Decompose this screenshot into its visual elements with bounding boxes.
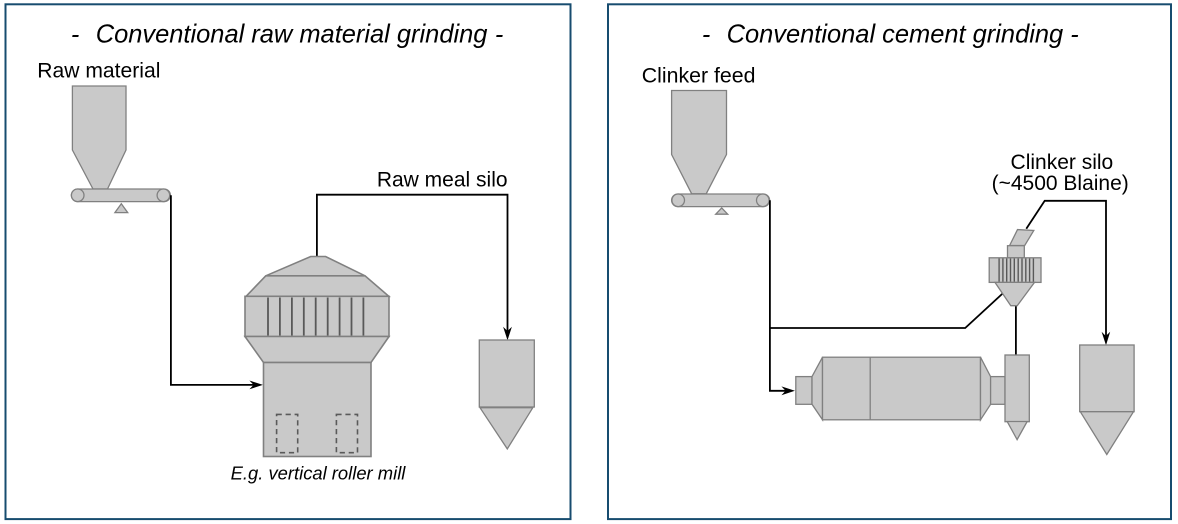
svg-text:Raw meal silo: Raw meal silo — [377, 168, 508, 191]
svg-text:Conventional raw material grin: Conventional raw material grinding — [96, 20, 488, 48]
svg-text:Raw material: Raw material — [37, 60, 160, 83]
svg-text:Clinker silo: Clinker silo — [1011, 151, 1114, 174]
svg-text:(~4500 Blaine): (~4500 Blaine) — [992, 172, 1129, 195]
svg-text:E.g. vertical roller mill: E.g. vertical roller mill — [231, 462, 407, 483]
svg-text:-: - — [702, 20, 710, 48]
svg-text:-: - — [71, 20, 79, 48]
svg-text:Conventional cement grinding: Conventional cement grinding — [727, 20, 1064, 48]
svg-text:Clinker feed: Clinker feed — [642, 64, 756, 88]
svg-text:-: - — [1070, 20, 1078, 48]
svg-text:-: - — [495, 20, 503, 48]
